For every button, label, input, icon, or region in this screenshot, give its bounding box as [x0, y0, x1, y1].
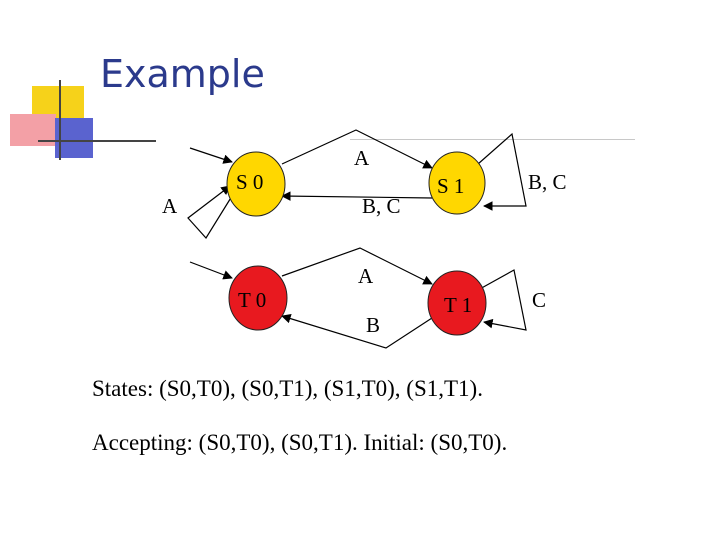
edge-t1-to-t0 [281, 313, 433, 349]
state-s1 [428, 151, 486, 215]
self-loop-t1 [477, 269, 527, 331]
edge-s1-to-s0 [281, 191, 433, 201]
edge-t0-to-t1 [281, 247, 433, 285]
self-loop-s1 [477, 132, 527, 211]
accepting-line: Accepting: (S0,T0), (S0,T1). Initial: (S… [92, 430, 508, 455]
edge-label-a-t: A [358, 264, 374, 288]
slide-title: Example [100, 52, 265, 96]
vertical-line [59, 80, 61, 160]
corner-decoration [0, 0, 160, 170]
edge-label-bc-self-s1: B, C [528, 170, 567, 194]
initial-arrow-t0 [189, 261, 233, 280]
state-t0 [228, 265, 288, 331]
state-t0-label: T 0 [238, 288, 267, 312]
state-s1-label: S 1 [437, 174, 465, 198]
edge-s0-to-s1 [281, 129, 433, 169]
edge-label-a-top: A [354, 146, 370, 170]
blue-square [55, 118, 93, 158]
edge-label-c-self-t1: C [532, 288, 547, 312]
states-line: States: (S0,T0), (S0,T1), (S1,T0), (S1,T… [92, 376, 483, 401]
state-t1 [427, 270, 487, 336]
edge-label-a-self-s0: A [162, 194, 178, 218]
self-loop-s0 [187, 185, 233, 239]
state-t1-label: T 1 [444, 293, 473, 317]
horizontal-line [38, 140, 156, 142]
header-rule [350, 139, 635, 140]
edge-label-bc-s0-s1: B, C [362, 194, 401, 218]
initial-arrow-s0 [189, 147, 233, 164]
state-s0-label: S 0 [236, 170, 264, 194]
state-s0 [226, 151, 286, 217]
edge-label-b-t: B [366, 313, 381, 337]
